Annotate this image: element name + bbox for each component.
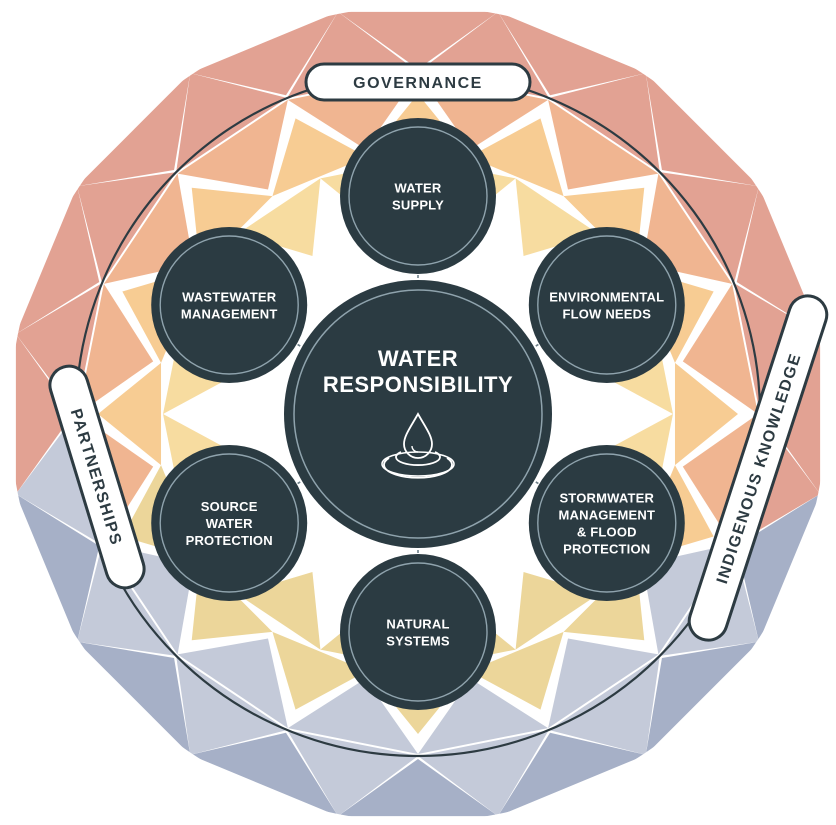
node-label-wastewater-management-0: WASTEWATER bbox=[182, 290, 277, 305]
node-circle bbox=[528, 227, 685, 383]
node-circle bbox=[528, 445, 685, 601]
pattern-triangle bbox=[190, 11, 339, 96]
pattern-triangle bbox=[497, 732, 646, 817]
node-label-stormwater-management-0: STORMWATER bbox=[559, 491, 654, 506]
pattern-triangle bbox=[418, 678, 549, 754]
water-drop-ripple-icon bbox=[381, 412, 455, 479]
pattern-triangle bbox=[469, 631, 564, 710]
connector-line-wastewater-management bbox=[296, 343, 301, 347]
pattern-triangle bbox=[15, 186, 100, 335]
node-label-water-supply-0: WATER bbox=[395, 181, 442, 196]
node-label-source-water-protection-2: PROTECTION bbox=[186, 533, 273, 548]
pattern-triangle bbox=[77, 641, 191, 755]
node-label-stormwater-management-1: MANAGEMENT bbox=[558, 508, 655, 523]
node-source-water-protection: SOURCE WATER PROTECTION bbox=[151, 445, 308, 601]
pattern-triangle bbox=[682, 414, 758, 545]
pattern-triangle bbox=[418, 729, 549, 817]
node-environmental-flow-needs: ENVIRONMENTAL FLOW NEEDS bbox=[528, 227, 685, 383]
pattern-triangle bbox=[77, 73, 191, 187]
node-label-stormwater-management-2: & FLOOD bbox=[577, 525, 637, 540]
node-circle bbox=[340, 554, 496, 710]
node-stormwater-management: STORMWATER MANAGEMENT & FLOOD PROTECTION bbox=[528, 445, 685, 601]
node-label-natural-systems-1: SYSTEMS bbox=[386, 634, 450, 649]
node-inner-ring bbox=[537, 235, 677, 375]
node-circle bbox=[151, 445, 308, 601]
node-label-environmental-flow-needs-0: ENVIRONMENTAL bbox=[549, 290, 664, 305]
connector-line-environmental-flow-needs bbox=[535, 343, 540, 347]
node-circle bbox=[340, 118, 496, 274]
pattern-triangle bbox=[98, 362, 162, 466]
node-natural-systems: NATURAL SYSTEMS bbox=[340, 554, 496, 710]
pattern-triangle bbox=[736, 493, 821, 642]
node-inner-ring bbox=[159, 235, 299, 375]
pattern-triangle bbox=[177, 99, 288, 190]
pattern-triangle bbox=[78, 283, 154, 414]
pattern-triangle bbox=[548, 99, 659, 190]
pattern-triangle bbox=[272, 118, 367, 197]
node-label-source-water-protection-0: SOURCE bbox=[201, 499, 258, 514]
center-title-line1: WATER bbox=[378, 346, 458, 371]
governance-pill: GOVERNANCE bbox=[304, 62, 532, 102]
node-inner-ring bbox=[348, 126, 488, 266]
pattern-triangle bbox=[287, 729, 418, 817]
pattern-triangle bbox=[190, 732, 339, 817]
node-label-stormwater-management-3: PROTECTION bbox=[563, 542, 650, 557]
pattern-triangle bbox=[338, 759, 498, 817]
connector-line-stormwater-management bbox=[535, 481, 540, 485]
node-water-supply: WATER SUPPLY bbox=[340, 118, 496, 274]
pattern-triangle bbox=[645, 73, 759, 187]
water-responsibility-hub: WATER RESPONSIBILITY bbox=[284, 280, 552, 548]
node-inner-ring bbox=[537, 453, 677, 593]
pattern-triangle bbox=[338, 11, 498, 69]
pattern-triangle bbox=[645, 641, 759, 755]
node-label-source-water-protection-1: WATER bbox=[206, 516, 253, 531]
node-wastewater-management: WASTEWATER MANAGEMENT bbox=[151, 227, 308, 383]
node-label-natural-systems-0: NATURAL bbox=[386, 617, 449, 632]
node-label-water-supply-1: SUPPLY bbox=[392, 198, 444, 213]
pattern-triangle bbox=[272, 631, 367, 710]
node-label-environmental-flow-needs-1: FLOW NEEDS bbox=[562, 307, 651, 322]
pattern-triangle bbox=[469, 118, 564, 197]
node-label-wastewater-management-1: MANAGEMENT bbox=[181, 307, 278, 322]
pattern-triangle bbox=[15, 334, 73, 494]
node-inner-ring bbox=[159, 453, 299, 593]
governance-label: GOVERNANCE bbox=[353, 75, 483, 92]
node-circle bbox=[151, 227, 308, 383]
connector-line-source-water-protection bbox=[296, 481, 301, 485]
pattern-triangle bbox=[15, 493, 100, 642]
hub-inner-ring bbox=[293, 289, 543, 539]
pattern-triangle bbox=[177, 638, 288, 729]
pattern-triangle bbox=[548, 638, 659, 729]
connector-lines bbox=[296, 274, 540, 554]
pattern-triangle bbox=[497, 11, 646, 96]
pattern-triangle bbox=[674, 362, 738, 466]
node-inner-ring bbox=[348, 562, 488, 702]
pattern-triangle bbox=[287, 678, 418, 754]
pattern-triangle bbox=[682, 283, 758, 414]
center-title-line2: RESPONSIBILITY bbox=[323, 372, 513, 397]
